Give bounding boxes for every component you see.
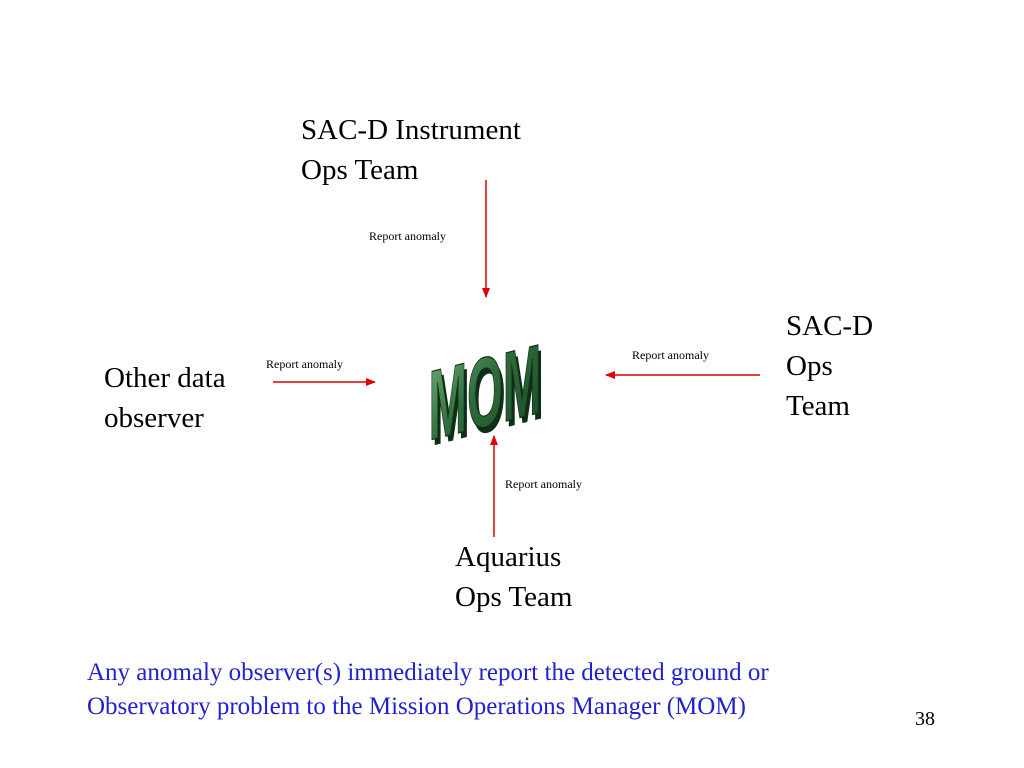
caption-line: Observatory problem to the Mission Opera… <box>87 693 746 720</box>
node-other-data-observer: Other data observer <box>104 358 226 438</box>
edge-label-other-observer: Report anomaly <box>266 357 343 371</box>
node-aquarius-ops-team: Aquarius Ops Team <box>455 537 572 617</box>
node-sacd-instrument-ops-team: SAC-D Instrument Ops Team <box>301 110 521 190</box>
edge-label-instrument: Report anomaly <box>369 229 446 243</box>
node-sacd-ops-team: SAC-D Ops Team <box>786 306 873 426</box>
node-label-line: Ops <box>786 350 833 382</box>
node-label-line: SAC-D <box>786 310 874 342</box>
node-label-line: Ops Team <box>455 581 573 613</box>
caption-line: Any anomaly observer(s) immediately repo… <box>87 659 769 686</box>
node-label-line: Aquarius <box>455 541 562 573</box>
node-label-line: Team <box>786 390 850 422</box>
node-label-line: Ops Team <box>301 154 419 186</box>
slide-caption: Any anomaly observer(s) immediately repo… <box>87 656 769 724</box>
node-label-line: observer <box>104 402 204 434</box>
page-number: 38 <box>915 708 935 730</box>
edge-label-aquarius: Report anomaly <box>505 477 582 491</box>
node-label-line: SAC-D Instrument <box>301 114 521 146</box>
mom-logo: MOM MOM <box>428 324 544 468</box>
node-label-line: Other data <box>104 362 226 394</box>
edge-label-sacd-ops: Report anomaly <box>632 348 709 362</box>
